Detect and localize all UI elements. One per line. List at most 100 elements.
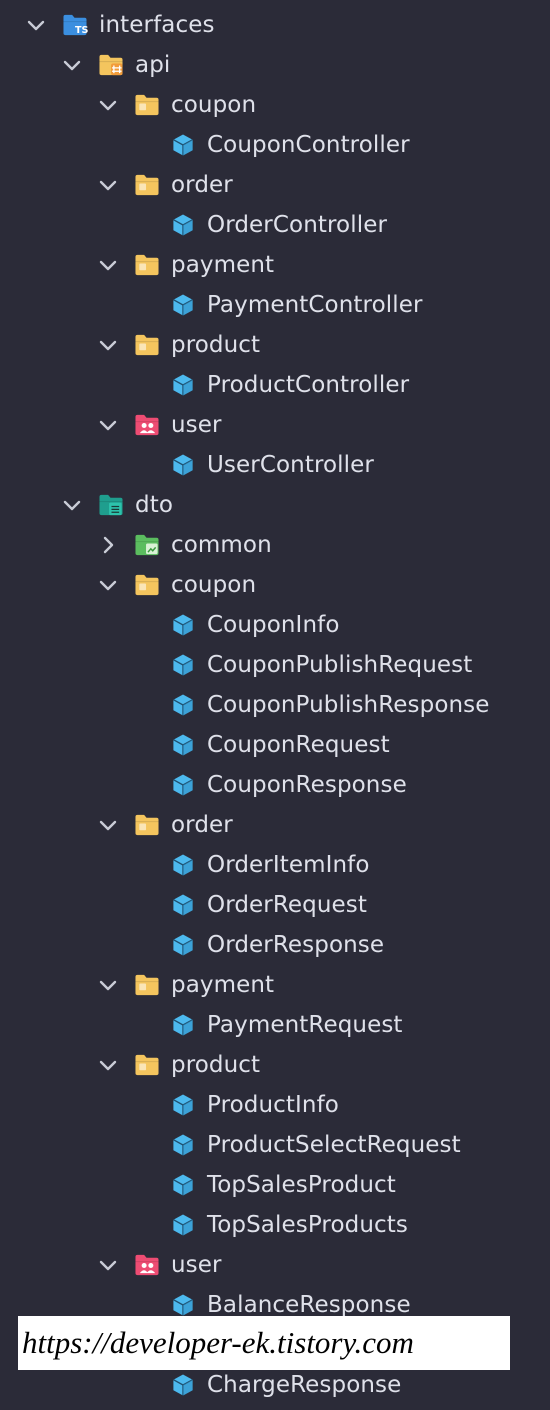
tree-item-label: CouponPublishResponse (207, 692, 490, 718)
tree-file-row[interactable]: BalanceResponse (0, 1285, 550, 1325)
class-file-icon (170, 693, 196, 717)
folder-icon (134, 1053, 160, 1077)
tree-file-row[interactable]: ProductController (0, 365, 550, 405)
tree-file-row[interactable]: OrderResponse (0, 925, 550, 965)
tree-folder-row[interactable]: api (0, 45, 550, 85)
class-file-icon (170, 373, 196, 397)
tree-file-row[interactable]: OrderItemInfo (0, 845, 550, 885)
chevron-down-icon[interactable] (60, 53, 84, 77)
tree-folder-row[interactable]: coupon (0, 565, 550, 605)
tree-file-row[interactable]: PaymentController (0, 285, 550, 325)
tree-item-label: order (171, 172, 233, 198)
tree-item-label: payment (171, 252, 275, 278)
tree-item-label: OrderController (207, 212, 387, 238)
tree-file-row[interactable]: CouponRequest (0, 725, 550, 765)
tree-file-row[interactable]: OrderController (0, 205, 550, 245)
tree-folder-row[interactable]: user (0, 1245, 550, 1285)
tree-item-label: PaymentController (207, 292, 423, 318)
tree-item-label: product (171, 1052, 261, 1078)
class-file-icon (170, 213, 196, 237)
tree-file-row[interactable]: PaymentRequest (0, 1005, 550, 1045)
folder-icon (134, 973, 160, 997)
chevron-down-icon[interactable] (96, 173, 120, 197)
class-file-icon (170, 613, 196, 637)
tree-folder-row[interactable]: product (0, 325, 550, 365)
folder-icon (134, 813, 160, 837)
chevron-down-icon[interactable] (96, 253, 120, 277)
tree-folder-row[interactable]: user (0, 405, 550, 445)
tree-file-row[interactable]: OrderRequest (0, 885, 550, 925)
chevron-down-icon[interactable] (24, 13, 48, 37)
tree-file-row[interactable]: CouponController (0, 125, 550, 165)
class-file-icon (170, 1173, 196, 1197)
class-file-icon (170, 1093, 196, 1117)
api-folder-icon (98, 53, 124, 77)
tree-file-row[interactable]: CouponResponse (0, 765, 550, 805)
user-folder-icon (134, 1253, 160, 1277)
chevron-down-icon[interactable] (96, 413, 120, 437)
tree-folder-row[interactable]: common (0, 525, 550, 565)
tree-file-row[interactable]: ChargeResponse (0, 1365, 550, 1405)
tree-folder-row[interactable]: payment (0, 965, 550, 1005)
tree-item-label: api (135, 52, 171, 78)
tree-folder-row[interactable]: product (0, 1045, 550, 1085)
chevron-down-icon[interactable] (96, 1253, 120, 1277)
tree-file-row[interactable]: CouponPublishResponse (0, 685, 550, 725)
class-file-icon (170, 893, 196, 917)
tree-file-row[interactable]: UserController (0, 445, 550, 485)
tree-folder-row[interactable]: TS interfaces (0, 5, 550, 45)
chevron-down-icon[interactable] (96, 573, 120, 597)
class-file-icon (170, 293, 196, 317)
tree-item-label: CouponResponse (207, 772, 407, 798)
tree-file-row[interactable]: CouponInfo (0, 605, 550, 645)
tree-item-label: PaymentRequest (207, 1012, 403, 1038)
tree-item-label: CouponController (207, 132, 410, 158)
tree-folder-row[interactable]: coupon (0, 85, 550, 125)
chevron-down-icon[interactable] (96, 813, 120, 837)
user-folder-icon (134, 413, 160, 437)
folder-icon (134, 253, 160, 277)
class-file-icon (170, 853, 196, 877)
tree-item-label: BalanceResponse (207, 1292, 411, 1318)
tree-folder-row[interactable]: payment (0, 245, 550, 285)
tree-item-label: payment (171, 972, 275, 998)
tree-folder-row[interactable]: dto (0, 485, 550, 525)
tree-item-label: OrderResponse (207, 932, 385, 958)
chevron-down-icon[interactable] (96, 1053, 120, 1077)
chevron-down-icon[interactable] (96, 973, 120, 997)
ts-folder-icon: TS (62, 13, 89, 37)
tree-item-label: TopSalesProducts (207, 1212, 408, 1238)
tree-item-label: ProductInfo (207, 1092, 339, 1118)
folder-icon (134, 573, 160, 597)
class-file-icon (170, 653, 196, 677)
tree-file-row[interactable]: CouponPublishRequest (0, 645, 550, 685)
class-file-icon (170, 773, 196, 797)
tree-item-label: user (171, 1252, 222, 1278)
tree-file-row[interactable]: TopSalesProduct (0, 1165, 550, 1205)
class-file-icon (170, 1293, 196, 1317)
tree-item-label: CouponInfo (207, 612, 340, 638)
tree-item-label: order (171, 812, 233, 838)
svg-text:TS: TS (75, 25, 88, 36)
chevron-right-icon[interactable] (96, 533, 120, 557)
chevron-down-icon[interactable] (60, 493, 84, 517)
tree-item-label: UserController (207, 452, 374, 478)
class-file-icon (170, 1213, 196, 1237)
class-file-icon (170, 1013, 196, 1037)
tree-item-label: interfaces (99, 12, 215, 38)
tree-item-label: dto (135, 492, 173, 518)
tree-item-label: OrderItemInfo (207, 852, 370, 878)
class-file-icon (170, 1373, 196, 1397)
chevron-down-icon[interactable] (96, 333, 120, 357)
tree-item-label: CouponRequest (207, 732, 390, 758)
tree-file-row[interactable]: TopSalesProducts (0, 1205, 550, 1245)
chevron-down-icon[interactable] (96, 93, 120, 117)
class-file-icon (170, 933, 196, 957)
tree-file-row[interactable]: ProductSelectRequest (0, 1125, 550, 1165)
common-folder-icon (134, 533, 160, 557)
tree-folder-row[interactable]: order (0, 165, 550, 205)
watermark-text: https://developer-ek.tistory.com (22, 1325, 414, 1360)
tree-file-row[interactable]: ProductInfo (0, 1085, 550, 1125)
tree-folder-row[interactable]: order (0, 805, 550, 845)
